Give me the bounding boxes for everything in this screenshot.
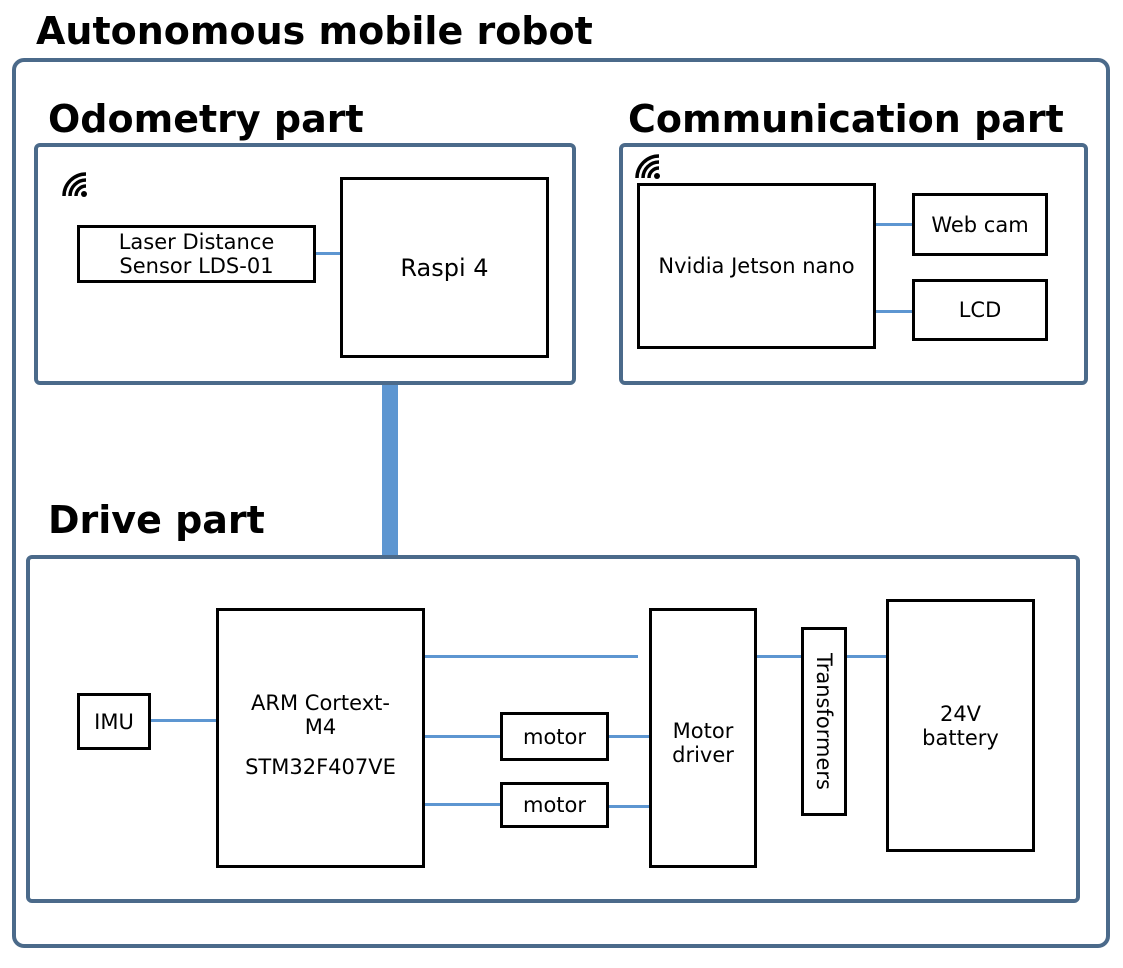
motor2-driver-connector [609,805,650,808]
mcu-box: ARM Cortext- M4 STM32F407VE [216,608,425,868]
lcd-box: LCD [912,279,1048,341]
motor2-label: motor [522,793,587,817]
odometry-panel [34,143,576,385]
motor1-box: motor [500,712,609,761]
raspi-box: Raspi 4 [340,177,549,358]
motor1-driver-connector [609,735,650,738]
motor1-label: motor [522,724,587,749]
mcu-motor1-connector [425,735,500,738]
robot-frame [12,58,1110,948]
driver-transformer-connector [757,655,801,658]
transformers-box: Transformers [801,627,847,816]
communication-title: Communication part [628,97,1064,141]
lds-raspi-connector [316,252,341,255]
jetson-lcd-connector [876,310,912,313]
drive-title: Drive part [48,498,265,542]
mcu-driver-connector [425,655,638,658]
motor-driver-label: Motor driver [672,719,734,767]
mcu-label: ARM Cortext- M4 [251,691,390,739]
odometry-drive-bus [382,385,398,556]
wifi-icon [635,154,660,179]
motor-driver-box: Motor driver [649,608,757,868]
wifi-icon [62,172,87,197]
imu-box: IMU [77,693,151,750]
odometry-title: Odometry part [48,97,364,141]
motor2-box: motor [500,782,609,828]
imu-mcu-connector [151,719,217,722]
transformers-label: Transformers [812,653,836,790]
mcu-motor2-connector [425,803,500,806]
jetson-webcam-connector [876,223,912,226]
jetson-box: Nvidia Jetson nano [637,183,876,349]
communication-panel [619,143,1088,385]
transformer-battery-connector [847,655,887,658]
diagram-title: Autonomous mobile robot [36,9,593,53]
lcd-label: LCD [958,298,1002,322]
mcu-model-label: STM32F407VE [245,755,396,779]
lds-sensor-label: Laser Distance Sensor LDS-01 [118,230,275,278]
battery-label: 24V battery [922,702,999,750]
webcam-box: Web cam [912,193,1048,256]
battery-box: 24V battery [886,599,1035,852]
webcam-label: Web cam [931,212,1029,237]
jetson-label: Nvidia Jetson nano [658,254,855,278]
raspi-label: Raspi 4 [400,253,489,282]
lds-sensor-box: Laser Distance Sensor LDS-01 [77,225,316,283]
drive-panel [26,555,1080,903]
imu-label: IMU [94,709,134,734]
